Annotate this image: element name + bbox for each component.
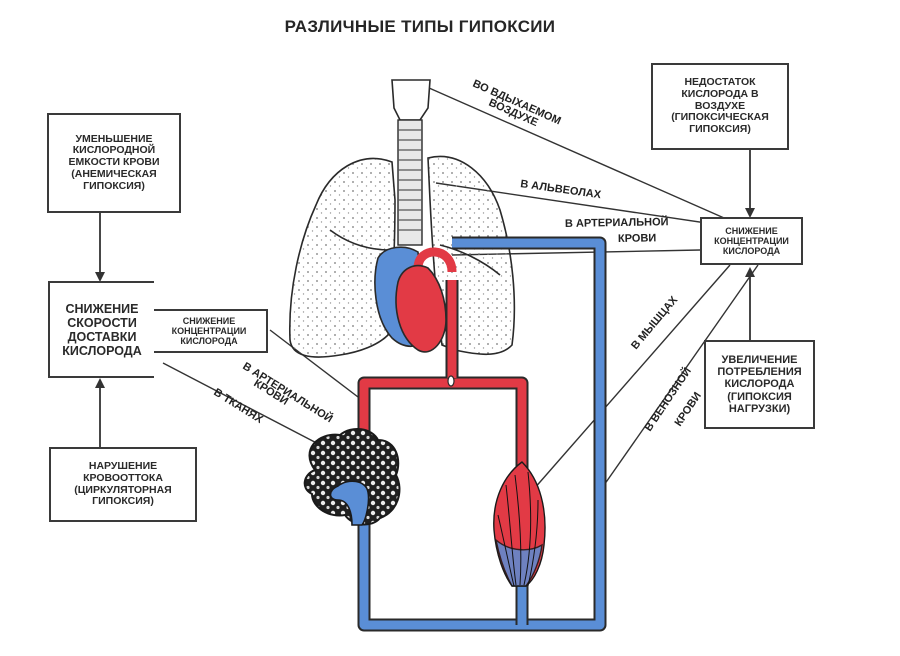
arrows bbox=[95, 150, 755, 447]
box-anemic-hypoxia: УМЕНЬШЕНИЕ КИСЛОРОДНОЙ ЕМКОСТИ КРОВИ (АН… bbox=[47, 113, 181, 213]
arrowhead-up-right bbox=[745, 267, 755, 277]
arterial-vessel bbox=[359, 280, 527, 470]
label-arterial-right-1: В АРТЕРИАЛЬНОЙ bbox=[565, 215, 669, 230]
arrowhead-down-left bbox=[95, 272, 105, 282]
aortic-arch bbox=[413, 247, 457, 273]
connector-lines bbox=[162, 83, 759, 499]
line-inhaled-air bbox=[419, 83, 741, 226]
heart bbox=[374, 246, 457, 353]
box-hypoxic-hypoxia: НЕДОСТАТОК КИСЛОРОДА В ВОЗДУХЕ (ГИПОКСИЧ… bbox=[651, 63, 789, 150]
label-muscles: В МЫШЦАХ bbox=[629, 294, 681, 352]
arrowhead-down-right bbox=[745, 208, 755, 218]
label-arterial-right-2: КРОВИ bbox=[618, 232, 657, 245]
muscle bbox=[493, 461, 546, 587]
line-venous-blood bbox=[594, 264, 759, 499]
line-muscles bbox=[525, 264, 731, 499]
venous-vessel bbox=[359, 238, 605, 630]
heart-left-side bbox=[395, 264, 447, 353]
line-arterial-left bbox=[269, 329, 359, 398]
diagram-title: РАЗЛИЧНЫЕ ТИПЫ ГИПОКСИИ bbox=[284, 17, 556, 36]
lung-fissure-right bbox=[439, 244, 501, 276]
box-delivery-rate: СНИЖЕНИЕ СКОРОСТИ ДОСТАВКИ КИСЛОРОДА bbox=[48, 281, 154, 378]
box-circulatory-hypoxia: НАРУШЕНИЕ КРОВООТТОКА (ЦИРКУЛЯТОРНАЯ ГИП… bbox=[49, 447, 197, 522]
line-tissues bbox=[162, 362, 331, 451]
label-tissues: В ТКАНЯХ bbox=[211, 386, 265, 426]
box-load-hypoxia: УВЕЛИЧЕНИЕ ПОТРЕБЛЕНИЯ КИСЛОРОДА (ГИПОКС… bbox=[704, 340, 815, 429]
trachea bbox=[391, 79, 431, 246]
brain-stem bbox=[329, 480, 370, 526]
brain bbox=[303, 428, 401, 526]
lung-fissure-left bbox=[329, 229, 391, 251]
box-concentration-tab: СНИЖЕНИЕ КОНЦЕНТРАЦИИ КИСЛОРОДА bbox=[150, 309, 268, 353]
vessel-valve bbox=[447, 375, 455, 387]
brain-tissue bbox=[303, 428, 401, 526]
box-concentration-decrease: СНИЖЕНИЕ КОНЦЕНТРАЦИИ КИСЛОРОДА bbox=[700, 217, 803, 265]
larynx bbox=[391, 79, 431, 121]
windpipe bbox=[397, 119, 423, 246]
arrowhead-up-left bbox=[95, 378, 105, 388]
label-venous-1: В ВЕНОЗНОЙ bbox=[642, 365, 694, 434]
